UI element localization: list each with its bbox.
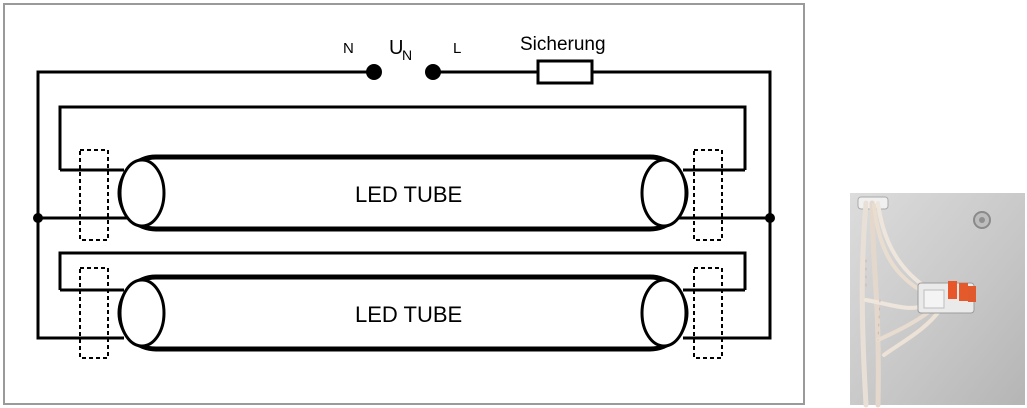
led-tube-bottom [117,274,689,352]
led-tube-top [117,154,689,232]
tube-bottom-label: LED TUBE [355,302,462,327]
tube-top-right-end [640,158,688,228]
neutral-label: N [343,40,354,57]
tube-top-left-end [118,158,166,228]
tube-bottom-right-end [640,278,688,348]
fuse-label: Sicherung [520,34,606,55]
upper-bridge-wire [58,105,747,170]
neutral-wire [36,70,374,340]
lamp-holders [79,149,723,359]
holder-top-right [693,149,723,241]
neutral-terminal [366,64,382,80]
holder-bottom-right [693,267,723,359]
left-junction-dot [33,213,43,223]
lower-bridge-wire [58,251,747,290]
holder-top-left [79,149,109,241]
fuse-symbol [536,59,594,85]
tube-bottom-left-end [118,278,166,348]
wiring-photo [850,193,1025,408]
voltage-subscript: N [402,47,412,63]
wago-lever-1 [948,281,957,299]
right-junction-dot [765,213,775,223]
wago-lever-3 [968,286,976,302]
line-wire-right [592,70,772,340]
line-terminal [425,64,441,80]
holder-bottom-left [79,267,109,359]
wago-lever-2 [959,283,968,301]
tube-top-label: LED TUBE [355,182,462,207]
line-label: L [453,40,461,57]
voltage-label: U [389,37,403,59]
